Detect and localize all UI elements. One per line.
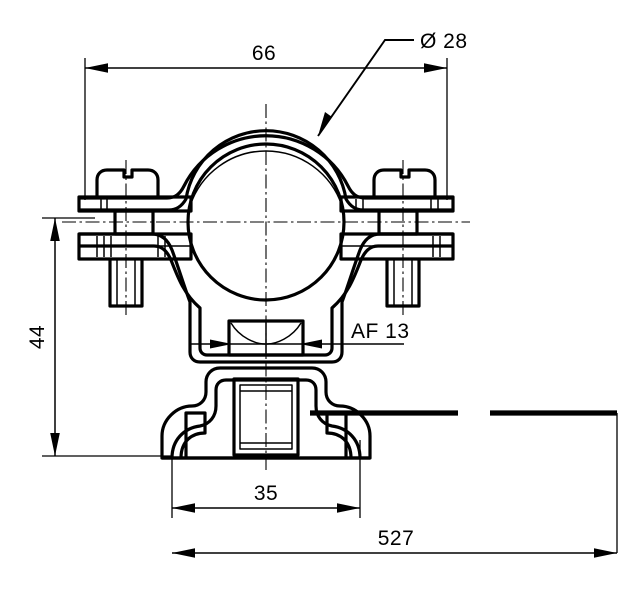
arrow-left-527 xyxy=(172,548,195,558)
hex-nut-chamfer-right xyxy=(266,322,302,345)
rail-hook-cutout-right xyxy=(325,411,353,459)
screw-head-left xyxy=(95,168,160,197)
arrow-right-af13 xyxy=(300,339,322,349)
dimension-af13: AF 13 xyxy=(190,320,410,349)
dimension-label-44: 44 xyxy=(26,325,49,349)
screw-head-right xyxy=(372,168,437,197)
arrow-left-66 xyxy=(85,63,108,73)
arrow-right-66 xyxy=(424,63,447,73)
lower-nut-inner-face xyxy=(239,384,293,450)
lower-nut-body xyxy=(232,377,300,457)
arrow-diameter-28 xyxy=(318,112,332,136)
screw-assembly-left xyxy=(77,160,193,315)
rail-claw-outer-profile xyxy=(160,366,372,460)
clamp-lower-outer-contour xyxy=(79,232,453,364)
dimension-35: 35 xyxy=(171,440,361,518)
dimension-527: 527 xyxy=(172,527,617,558)
dimension-label-35: 35 xyxy=(254,482,278,505)
leader-line-diameter-28 xyxy=(317,39,414,137)
dimension-label-diameter-28: Ø 28 xyxy=(420,30,468,53)
screw-assembly-right xyxy=(339,160,455,315)
dimension-label-66: 66 xyxy=(252,42,276,65)
arrow-bottom-44 xyxy=(50,433,60,456)
arrow-left-af13 xyxy=(210,339,232,349)
hex-nut-chamfer-left xyxy=(230,322,266,345)
dimension-diameter-28: Ø 28 xyxy=(317,30,468,137)
dimension-label-af13: AF 13 xyxy=(351,320,410,343)
dimension-66: 66 xyxy=(84,42,448,200)
arrow-top-44 xyxy=(50,218,60,241)
dimension-label-527: 527 xyxy=(378,527,415,550)
rail-profile xyxy=(310,410,618,553)
arrow-left-35 xyxy=(172,503,195,513)
rail-hook-cutout-left xyxy=(179,411,207,459)
arrow-right-35 xyxy=(337,503,360,513)
arrow-right-527 xyxy=(594,548,617,558)
dimension-44: 44 xyxy=(26,217,172,457)
